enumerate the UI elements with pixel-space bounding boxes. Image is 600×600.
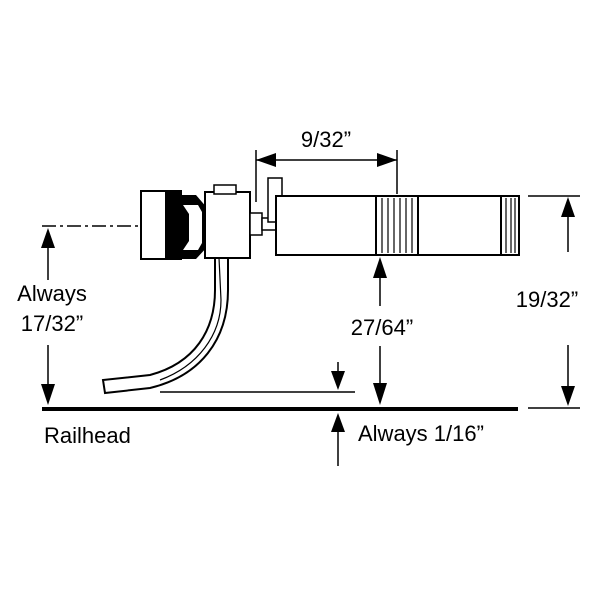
dimension-9-32 bbox=[255, 150, 398, 202]
railhead-line bbox=[42, 407, 518, 411]
dimension-1-16 bbox=[331, 413, 345, 466]
coupler-head bbox=[140, 177, 283, 260]
left-label-line1: Always bbox=[17, 281, 87, 306]
railhead-label: Railhead bbox=[44, 423, 131, 448]
dimension-17-32 bbox=[41, 228, 55, 405]
dimension-19-32 bbox=[528, 195, 580, 409]
top-dimension-label: 9/32” bbox=[300, 127, 352, 152]
right-dimension-label: 19/32” bbox=[515, 287, 579, 312]
dimension-27-64 bbox=[373, 257, 387, 405]
trip-pin bbox=[101, 257, 229, 395]
coupler-box bbox=[275, 195, 520, 256]
center-dimension-label: 27/64” bbox=[350, 315, 414, 340]
pin-clearance-reference bbox=[160, 362, 355, 393]
left-label-line2: 17/32” bbox=[20, 311, 84, 336]
bottom-dimension-label: Always 1/16” bbox=[358, 421, 484, 446]
